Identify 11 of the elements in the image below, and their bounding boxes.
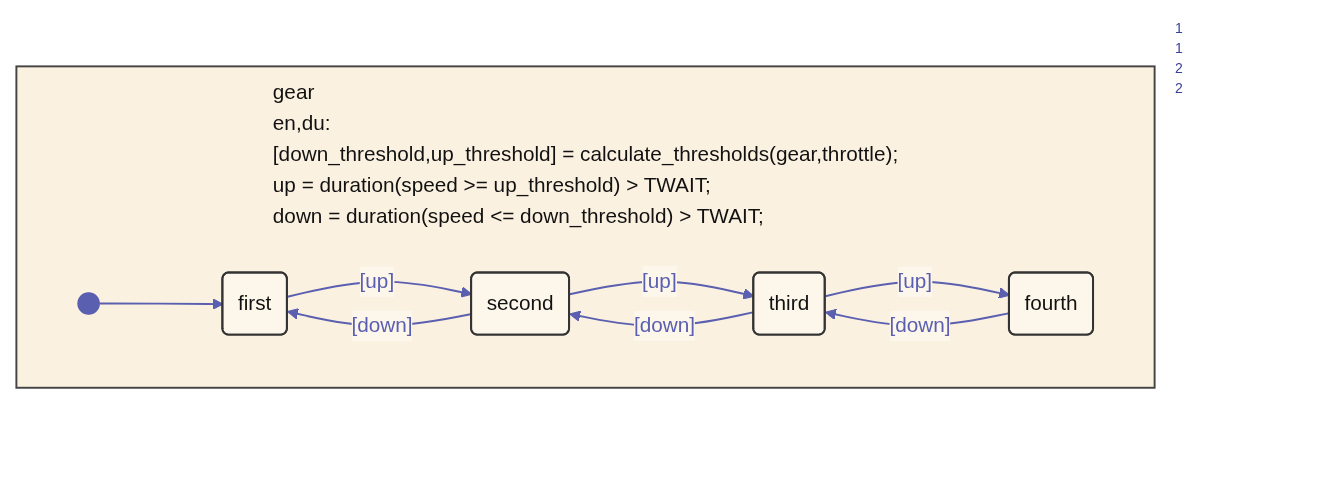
edge-label: [down] xyxy=(351,314,413,337)
node-circle xyxy=(77,292,100,316)
edge-label: [up] xyxy=(359,270,395,293)
priority-number: 2 xyxy=(1175,60,1184,76)
edge-label: [up] xyxy=(897,270,933,293)
priority-number: 2 xyxy=(1175,80,1184,96)
priority-number: 1 xyxy=(1175,20,1184,36)
edge-label: [up] xyxy=(642,270,677,293)
priority-number: 1 xyxy=(1175,40,1184,56)
edge-label: [down] xyxy=(889,314,951,337)
edge-label: [down] xyxy=(633,314,696,337)
